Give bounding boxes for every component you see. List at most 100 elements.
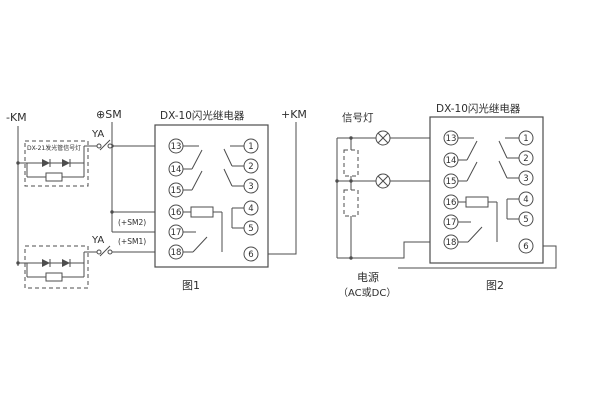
f1-terminal-4: 4 (243, 200, 259, 216)
svg-text:4: 4 (248, 204, 253, 214)
f1-terminal-14: 14 (168, 161, 184, 177)
f1-ya-bottom-label: YA (91, 235, 104, 246)
f2-terminal-2: 2 (518, 150, 534, 166)
contact-blade (99, 139, 111, 151)
svg-text:5: 5 (523, 215, 528, 225)
svg-text:14: 14 (171, 165, 182, 175)
f1-terminal-6: 6 (243, 246, 259, 262)
f1-external-wires (17, 122, 297, 266)
f1-terminal-5: 5 (243, 220, 259, 236)
diode-icon (62, 259, 70, 267)
junction-dot (16, 261, 20, 265)
f1-sm2-label: (+SM2) (118, 218, 146, 227)
junction-dot (349, 179, 353, 183)
diode-icon (42, 159, 50, 167)
f1-relay-internals (183, 145, 244, 253)
f1-terminal-18: 18 (168, 244, 184, 260)
f1-terminal-16: 16 (168, 204, 184, 220)
dashed-module-box (24, 245, 89, 289)
resistor-icon (45, 272, 63, 282)
f2-terminal-18: 18 (443, 234, 459, 250)
junction-dot (110, 210, 114, 214)
svg-text:14: 14 (446, 156, 457, 166)
f1-terminal-1: 1 (243, 138, 259, 154)
svg-text:13: 13 (171, 142, 182, 152)
junction-dot (349, 256, 353, 260)
junction-dot (16, 161, 20, 165)
led-module-wires (26, 146, 85, 178)
f2-terminal-5: 5 (518, 211, 534, 227)
f1-relay-title: DX-10闪光继电器 (160, 109, 245, 122)
f1-terminal-2: 2 (243, 158, 259, 174)
f2-caption: 图2 (486, 279, 504, 292)
svg-text:5: 5 (248, 224, 253, 234)
f2-power-label: 电源 (357, 270, 379, 284)
f1-led-module-top: DX-21发光管信号灯 (24, 140, 89, 187)
f2-terminal-17: 17 (443, 214, 459, 230)
f2-terminal-16: 16 (443, 194, 459, 210)
f1-ya-top-label: YA (91, 129, 104, 140)
contact-point (96, 143, 102, 149)
f1-terminal-17: 17 (168, 224, 184, 240)
svg-text:16: 16 (171, 208, 182, 218)
f1-caption: 图1 (182, 279, 200, 292)
f1-terminal-3: 3 (243, 178, 259, 194)
f2-terminal-14: 14 (443, 152, 459, 168)
lamp-cross (377, 132, 389, 144)
svg-text:15: 15 (171, 186, 182, 196)
contact-point (96, 249, 102, 255)
figure1: DX-21发光管信号灯 (6, 108, 307, 292)
svg-text:3: 3 (523, 174, 528, 184)
diode-icon (42, 259, 50, 267)
svg-text:13: 13 (446, 134, 457, 144)
svg-text:18: 18 (171, 248, 182, 258)
f2-terminal-4: 4 (518, 191, 534, 207)
contact-blade (99, 245, 111, 257)
svg-text:6: 6 (523, 242, 528, 252)
f2-lamp-bottom (375, 173, 391, 189)
svg-text:17: 17 (446, 218, 457, 228)
diode-icon (62, 159, 70, 167)
svg-text:17: 17 (171, 228, 182, 238)
junction-dot (349, 136, 353, 140)
f2-terminal-3: 3 (518, 170, 534, 186)
svg-text:2: 2 (523, 154, 528, 164)
f2-terminal-13: 13 (443, 130, 459, 146)
svg-text:6: 6 (248, 250, 253, 260)
f1-km-minus-label: -KM (6, 111, 27, 124)
figure2: 13 14 15 16 17 18 1 2 3 4 5 6 信号灯 DX-10闪… (335, 102, 557, 299)
svg-text:16: 16 (446, 198, 457, 208)
resistor-icon (190, 206, 214, 218)
svg-text:15: 15 (446, 177, 457, 187)
f1-led-module-bottom (24, 245, 89, 289)
svg-text:3: 3 (248, 182, 253, 192)
f2-external-wires (336, 137, 557, 269)
led-module-label: DX-21发光管信号灯 (27, 144, 81, 152)
resistor-icon (45, 172, 63, 182)
f1-km-plus-label: +KM (281, 108, 307, 121)
junction-dot (335, 179, 339, 183)
svg-text:18: 18 (446, 238, 457, 248)
dashed-module-box (24, 140, 89, 187)
led-module-wires (26, 252, 85, 278)
dashed-resistor-box (343, 189, 359, 217)
f1-sm1-label: (+SM1) (118, 237, 146, 246)
f2-terminal-15: 15 (443, 173, 459, 189)
f2-relay-internals (458, 137, 519, 243)
lamp-cross (377, 175, 389, 187)
f1-ya-contact-top (96, 139, 113, 151)
f1-sm-label: ⊕SM (96, 108, 122, 121)
svg-text:1: 1 (248, 142, 253, 152)
f1-terminal-15: 15 (168, 182, 184, 198)
f2-relay-title: DX-10闪光继电器 (436, 102, 521, 115)
f2-terminal-6: 6 (518, 238, 534, 254)
contact-point (107, 249, 113, 255)
svg-text:1: 1 (523, 134, 528, 144)
svg-text:4: 4 (523, 195, 528, 205)
contact-point (107, 143, 113, 149)
f2-terminal-1: 1 (518, 130, 534, 146)
f2-lamp-top (375, 130, 391, 146)
dashed-resistor-box (343, 149, 359, 177)
